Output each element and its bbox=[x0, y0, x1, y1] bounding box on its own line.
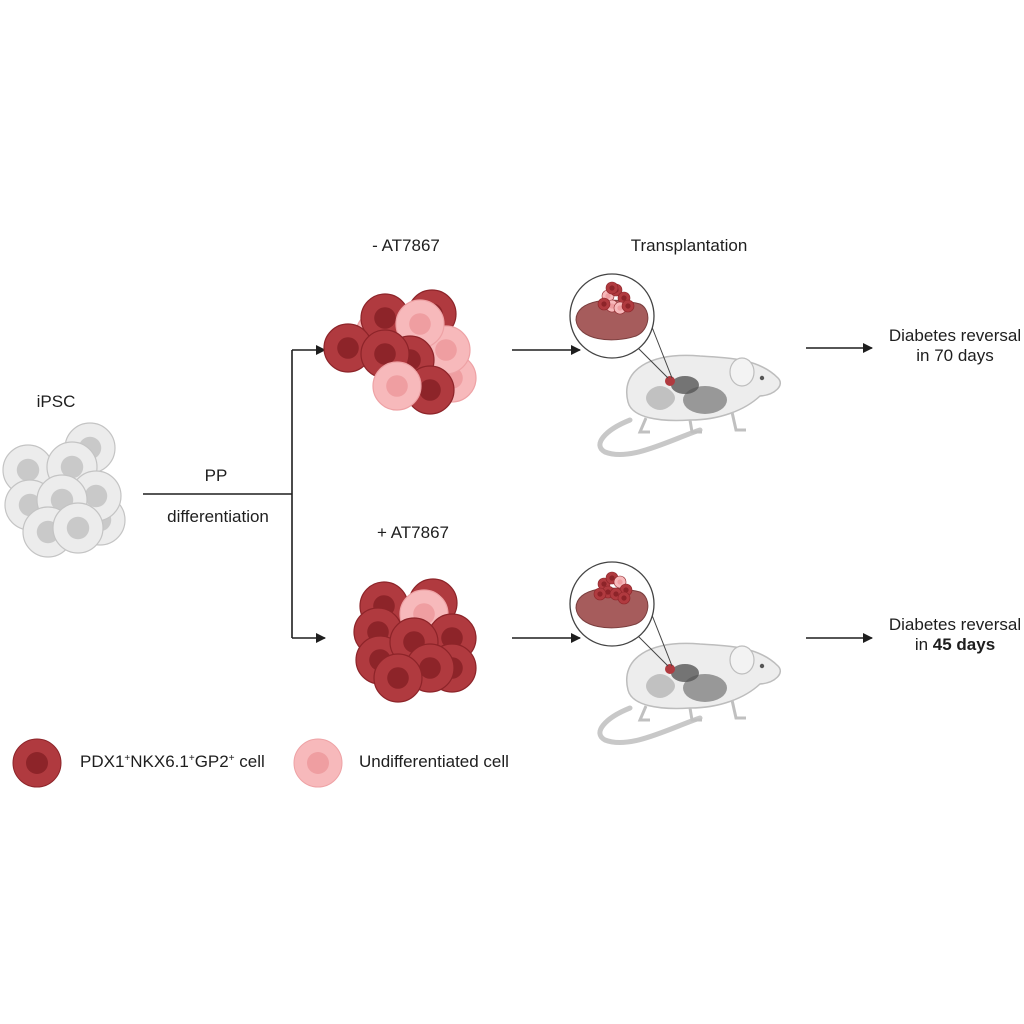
branch-connector bbox=[143, 345, 326, 643]
pp-cluster-minus-icon bbox=[323, 289, 477, 415]
pp-cluster-plus-icon bbox=[353, 578, 477, 703]
outcome-bottom-line1: Diabetes reversal bbox=[888, 615, 1022, 634]
ipsc-cell bbox=[52, 502, 104, 554]
mouse-top-icon bbox=[569, 273, 781, 458]
legend-undiff-swatch-icon bbox=[293, 738, 343, 788]
mouse-bottom-icon bbox=[569, 561, 781, 746]
pp-cell bbox=[373, 653, 423, 703]
outcome-top-line1: Diabetes reversal bbox=[888, 326, 1022, 345]
legend-pp-swatch-icon bbox=[12, 738, 62, 788]
outcome-bottom-prefix: in bbox=[914, 635, 933, 654]
minus-at7867-label: - AT7867 bbox=[372, 236, 440, 255]
liver-inset bbox=[569, 561, 655, 647]
transplantation-label: Transplantation bbox=[630, 236, 748, 255]
outcome-bottom-line2: in 45 days bbox=[889, 635, 1021, 655]
mouse-tail bbox=[597, 705, 703, 746]
ipsc-cluster-icon bbox=[2, 422, 126, 558]
plus-at7867-label: + AT7867 bbox=[377, 523, 449, 542]
liver-inset bbox=[569, 273, 655, 359]
legend-pp-cell-label: PDX1+NKX6.1+GP2+ cell bbox=[80, 752, 265, 771]
undifferentiated-cell bbox=[372, 361, 422, 411]
outcome-top: Diabetes reversal in 70 days bbox=[889, 326, 1021, 366]
outcome-bottom: Diabetes reversal in 45 days bbox=[889, 615, 1021, 655]
differentiation-label: differentiation bbox=[167, 507, 269, 526]
mouse-tail bbox=[597, 417, 703, 458]
pp-label: PP bbox=[204, 466, 228, 485]
pp-cell bbox=[323, 323, 373, 373]
ipsc-label: iPSC bbox=[36, 392, 76, 411]
pp-cell bbox=[360, 293, 410, 343]
outcome-top-line2: in 70 days bbox=[916, 346, 994, 365]
legend-undiff-cell-label: Undifferentiated cell bbox=[359, 752, 509, 771]
outcome-bottom-days: 45 days bbox=[932, 635, 996, 654]
